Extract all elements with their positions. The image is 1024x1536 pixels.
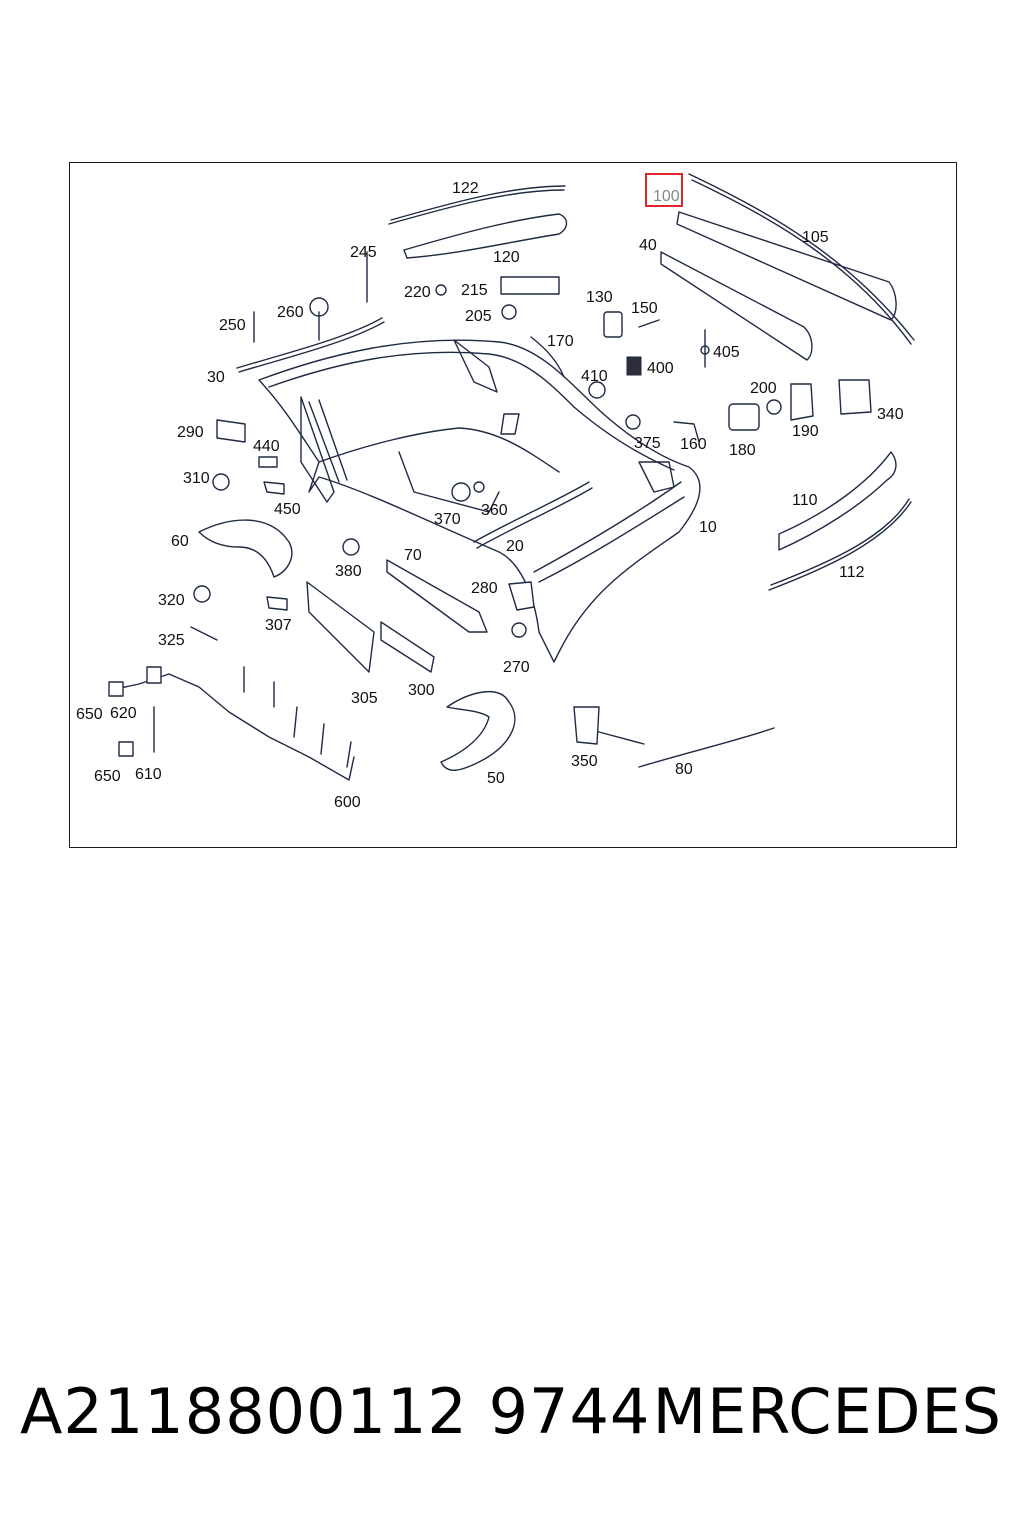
callout-50: 50 bbox=[487, 770, 505, 787]
callout-650-upper: 650 bbox=[76, 706, 103, 723]
callout-307: 307 bbox=[265, 617, 292, 634]
callout-200: 200 bbox=[750, 380, 777, 397]
callout-410: 410 bbox=[581, 368, 608, 385]
callout-250: 250 bbox=[219, 317, 246, 334]
parts-diagram: 10 20 30 40 50 60 70 80 100 105 110 112 … bbox=[76, 173, 915, 811]
callout-220: 220 bbox=[404, 284, 431, 301]
callout-122: 122 bbox=[452, 180, 479, 197]
callout-280: 280 bbox=[471, 580, 498, 597]
callout-405: 405 bbox=[713, 344, 740, 361]
callout-450: 450 bbox=[274, 501, 301, 518]
bracket-305-part[interactable] bbox=[306, 581, 375, 673]
callout-340: 340 bbox=[877, 406, 904, 423]
callout-310: 310 bbox=[183, 470, 210, 487]
callout-150: 150 bbox=[631, 300, 658, 317]
callout-325: 325 bbox=[158, 632, 185, 649]
callout-105: 105 bbox=[802, 229, 829, 246]
trim-strip-122-part[interactable] bbox=[388, 185, 566, 225]
callout-300: 300 bbox=[408, 682, 435, 699]
arch-60-part[interactable] bbox=[198, 519, 293, 578]
callout-270: 270 bbox=[503, 659, 530, 676]
molding-40-part[interactable] bbox=[660, 251, 813, 361]
callout-290: 290 bbox=[177, 424, 204, 441]
strip-112-part[interactable] bbox=[768, 498, 912, 591]
callout-112: 112 bbox=[839, 564, 865, 581]
strip-30-part[interactable] bbox=[236, 317, 385, 373]
callout-320: 320 bbox=[158, 592, 185, 609]
callout-215: 215 bbox=[461, 282, 488, 299]
bumper-cover-part[interactable] bbox=[258, 339, 701, 663]
brand-name: MERCEDES bbox=[652, 1375, 1002, 1448]
callout-40: 40 bbox=[639, 237, 657, 254]
trim-strip-120-part[interactable] bbox=[403, 213, 568, 259]
callout-380: 380 bbox=[335, 563, 362, 580]
callout-60: 60 bbox=[171, 533, 189, 550]
callout-130: 130 bbox=[586, 289, 613, 306]
callout-190: 190 bbox=[792, 423, 819, 440]
arch-50-part[interactable] bbox=[440, 691, 516, 771]
callout-620: 620 bbox=[110, 705, 137, 722]
callout-610: 610 bbox=[135, 766, 162, 783]
callout-20: 20 bbox=[506, 538, 524, 555]
callout-360: 360 bbox=[481, 502, 508, 519]
callout-30: 30 bbox=[207, 369, 225, 386]
callout-110: 110 bbox=[792, 492, 818, 509]
callout-440: 440 bbox=[253, 438, 280, 455]
callout-160: 160 bbox=[680, 436, 707, 453]
callout-370: 370 bbox=[434, 511, 461, 528]
callout-80: 80 bbox=[675, 761, 693, 778]
callout-100-highlighted: 100 bbox=[653, 188, 680, 205]
diagram-frame bbox=[69, 162, 957, 848]
callout-350: 350 bbox=[571, 753, 598, 770]
wiring-harness-part[interactable] bbox=[108, 666, 355, 781]
callout-170: 170 bbox=[547, 333, 574, 350]
strip-20-part[interactable] bbox=[473, 481, 593, 549]
bracket-300-part[interactable] bbox=[380, 621, 435, 673]
molding-100-part[interactable] bbox=[676, 211, 897, 321]
trim-105-part[interactable] bbox=[688, 173, 915, 345]
callout-205: 205 bbox=[465, 308, 492, 325]
callout-375: 375 bbox=[634, 435, 661, 452]
bracket-70-part[interactable] bbox=[386, 559, 488, 633]
callout-650-lower: 650 bbox=[94, 768, 121, 785]
callout-400: 400 bbox=[647, 360, 674, 377]
callout-10: 10 bbox=[699, 519, 717, 536]
small-parts[interactable] bbox=[190, 251, 872, 745]
footer: A2118800112 9744 MERCEDES bbox=[0, 1375, 1024, 1475]
part-number: A2118800112 9744 bbox=[20, 1375, 651, 1448]
strip-110-part[interactable] bbox=[778, 451, 897, 551]
callout-305: 305 bbox=[351, 690, 378, 707]
trim-80-part[interactable] bbox=[638, 727, 775, 768]
highlight-box bbox=[645, 173, 683, 207]
callout-245: 245 bbox=[350, 244, 377, 261]
callout-120: 120 bbox=[493, 249, 520, 266]
callout-600: 600 bbox=[334, 794, 361, 811]
callout-180: 180 bbox=[729, 442, 756, 459]
callout-70: 70 bbox=[404, 547, 422, 564]
callout-260: 260 bbox=[277, 304, 304, 321]
